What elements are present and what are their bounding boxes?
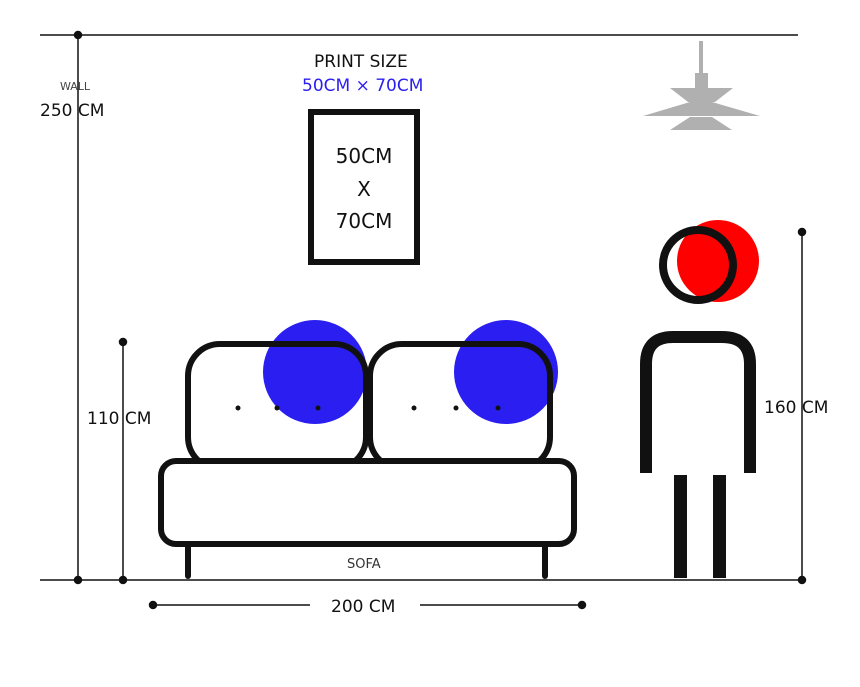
sofa-height-label: 110 CM [87,409,152,429]
wall-label: WALL [60,80,91,93]
print-size-title: PRINT SIZE [314,52,408,72]
red-dot [677,220,759,302]
pendant-lamp-icon [643,41,760,130]
blue-dot-right [454,320,558,424]
frame-height: 70CM [335,209,393,233]
frame-width: 50CM [335,144,393,168]
sofa-width-label: 200 CM [331,597,396,617]
print-size-value: 50CM × 70CM [302,76,424,96]
sofa-label: SOFA [347,557,381,572]
print-frame [308,109,420,265]
person-height-label: 160 CM [764,398,829,418]
sofa-icon [158,320,577,579]
wall-height-label: 250 CM [40,101,105,121]
frame-x: X [357,177,371,201]
person-icon [640,220,759,578]
